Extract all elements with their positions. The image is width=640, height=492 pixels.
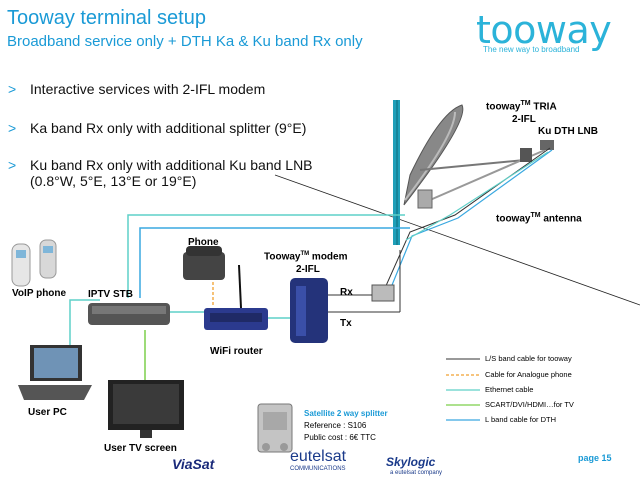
diagonal-line bbox=[274, 174, 640, 306]
page-subtitle: Broadband service only + DTH Ka & Ku ban… bbox=[7, 33, 363, 50]
modem-sublabel: 2-IFL bbox=[296, 264, 320, 275]
dish-bracket bbox=[417, 189, 433, 209]
bullet-item: >Ka band Rx only with additional splitte… bbox=[8, 120, 307, 136]
modem-label: ToowayTM modem bbox=[264, 251, 348, 263]
eutelsat-logo: eutelsat bbox=[290, 448, 347, 465]
page-title: Tooway terminal setup bbox=[7, 7, 206, 29]
bullet-marker: > bbox=[8, 81, 17, 97]
bullet-marker: > bbox=[8, 157, 17, 173]
tx-label: Tx bbox=[340, 318, 352, 329]
ku-lnb-body bbox=[540, 140, 554, 150]
tria-label: toowayTM TRIA bbox=[486, 100, 557, 113]
page-number: page 15 bbox=[578, 453, 612, 463]
bullet-item: >Interactive services with 2-IFL modem bbox=[8, 81, 266, 97]
tooway-modem bbox=[290, 278, 328, 343]
skylogic-sub: a eutelsat company bbox=[390, 470, 443, 476]
legend-lines bbox=[446, 358, 480, 421]
splitter-title: Satellite 2 way splitter bbox=[304, 409, 388, 418]
user-pc-label: User PC bbox=[28, 407, 67, 418]
tria-sublabel: 2-IFL bbox=[512, 114, 536, 125]
router-label: WiFi router bbox=[210, 346, 263, 357]
legend-item: L/S band cable for tooway bbox=[485, 354, 572, 363]
logo-tagline: The new way to broadband bbox=[483, 45, 580, 54]
viasat-logo: ViaSat bbox=[172, 456, 215, 472]
inline-splitter bbox=[371, 284, 395, 302]
legend-item: Cable for Analogue phone bbox=[485, 370, 572, 379]
legend-item: L band cable for DTH bbox=[485, 415, 557, 424]
ku-lnb-label: Ku DTH LNB bbox=[538, 126, 598, 137]
bullet-item: (0.8°W, 5°E, 13°E or 19°E) bbox=[30, 173, 197, 189]
tria-lnb bbox=[520, 148, 532, 162]
skylogic-logo: Skylogic bbox=[386, 455, 436, 469]
antenna-label: toowayTM antenna bbox=[496, 212, 582, 225]
user-pc-base bbox=[18, 385, 92, 400]
phone-label: Phone bbox=[188, 237, 219, 248]
bullet-marker: > bbox=[8, 120, 17, 136]
splitter-reference: Reference : S106 bbox=[304, 421, 367, 430]
voip-label: VoIP phone bbox=[12, 288, 67, 299]
rx-label: Rx bbox=[340, 287, 353, 298]
splitter-cost: Public cost : 6€ TTC bbox=[304, 433, 376, 442]
user-tv-label: User TV screen bbox=[104, 443, 177, 454]
desk-phone bbox=[183, 252, 225, 280]
voip-handset-2 bbox=[39, 239, 57, 279]
bullet-item: >Ku band Rx only with additional Ku band… bbox=[8, 157, 313, 173]
iptv-label: IPTV STB bbox=[88, 289, 134, 300]
tooway-logo: tooway bbox=[476, 8, 612, 52]
splitter-info: Satellite 2 way splitter Reference : S10… bbox=[304, 408, 388, 444]
dish-arm bbox=[419, 159, 526, 171]
legend-item: SCART/DVI/HDMI…for TV bbox=[485, 400, 574, 409]
legend-item: Ethernet cable bbox=[485, 385, 534, 394]
eutelsat-sub: COMMUNICATIONS bbox=[290, 466, 346, 472]
